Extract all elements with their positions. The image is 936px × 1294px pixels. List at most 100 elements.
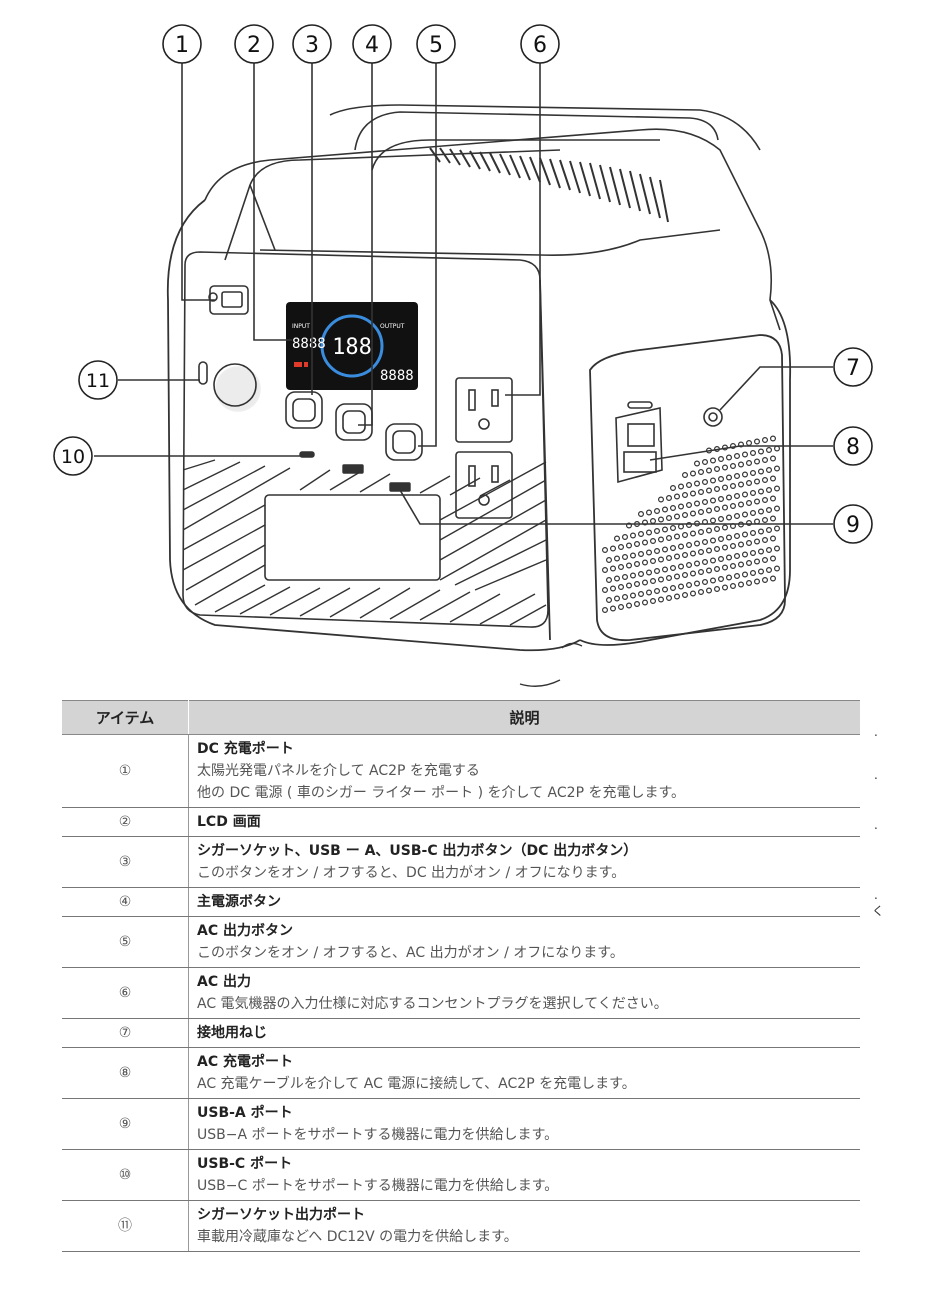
row-description: AC 出力ボタンこのボタンをオン / オフすると、AC 出力がオン / オフにな… (188, 916, 860, 968)
svg-text:4: 4 (365, 33, 379, 58)
svg-text:3: 3 (305, 33, 319, 58)
callout-2 (234, 24, 274, 64)
callout-3 (292, 24, 332, 64)
side-mark: . (874, 888, 878, 902)
row-description: 接地用ねじ (188, 1018, 860, 1048)
svg-text:7: 7 (846, 356, 860, 381)
device-foot (519, 642, 583, 687)
table-row: ② LCD 画面 (62, 807, 860, 837)
svg-text:6: 6 (533, 33, 547, 58)
side-mark: . (874, 725, 878, 739)
callout-numbers: 1 2 3 4 5 6 7 8 9 10 11 (61, 33, 860, 538)
row-description: シガーソケット出力ポート車載用冷蔵庫などへ DC12V の電力を供給します。 (188, 1200, 860, 1252)
callouts (53, 24, 873, 544)
lcd-output-label: OUTPUT (380, 323, 405, 330)
row-title: AC 出力 (197, 974, 251, 990)
row-description: AC 充電ポート AC 充電ケーブルを介して AC 電源に接続して、AC2P を充… (188, 1047, 860, 1099)
usb-ports (299, 451, 411, 492)
callout-11 (78, 360, 118, 400)
row-title: USB-C ポート (197, 1156, 293, 1172)
row-detail: AC 充電ケーブルを介して AC 電源に接続して、AC2P を充電します。 (197, 1076, 636, 1092)
row-number: ⑪ (62, 1200, 189, 1252)
row-detail: 太陽光発電パネルを介して AC2P を充電する (197, 763, 480, 779)
ac-charge-port (615, 401, 663, 484)
cigarette-socket (198, 361, 261, 412)
row-description: USB-C ポート USB−C ポートをサポートする機器に電力を供給します。 (188, 1149, 860, 1201)
row-title: 主電源ボタン (197, 894, 281, 910)
callout-10 (53, 436, 93, 476)
row-number: ④ (62, 887, 189, 917)
row-description: AC 出力 AC 電気機器の入力仕様に対応するコンセントプラグを選択してください。 (188, 967, 860, 1019)
row-title: LCD 画面 (197, 814, 261, 830)
device-top (204, 104, 781, 331)
svg-text:5: 5 (429, 33, 443, 58)
row-number: ① (62, 734, 189, 808)
side-mark: く (872, 904, 885, 918)
row-description: シガーソケット、USB ー A、USB-C 出力ボタン（DC 出力ボタン） このボ… (188, 836, 860, 888)
callout-9 (833, 504, 873, 544)
callout-4 (352, 24, 392, 64)
main-power-button (335, 403, 373, 441)
row-number: ③ (62, 836, 189, 888)
row-description: LCD 画面 (188, 807, 860, 837)
table-row: ⑩ USB-C ポート USB−C ポートをサポートする機器に電力を供給します。 (62, 1149, 860, 1201)
lcd-input-label: INPUT (292, 323, 310, 330)
row-detail: 他の DC 電源 ( 車のシガー ライター ポート ) を介して AC2P を充… (197, 785, 686, 801)
ground-screw (703, 407, 723, 427)
table-row: ③ シガーソケット、USB ー A、USB-C 出力ボタン（DC 出力ボタン） この… (62, 836, 860, 888)
lcd-input-value: 8888 (292, 336, 326, 352)
callout-1 (162, 24, 202, 64)
row-detail: AC 電気機器の入力仕様に対応するコンセントプラグを選択してください。 (197, 996, 668, 1012)
leader-lines (94, 62, 833, 525)
svg-text:11: 11 (86, 370, 110, 392)
row-title: AC 充電ポート (197, 1054, 293, 1070)
dc-output-button (285, 391, 323, 429)
ac-output-button (385, 423, 423, 461)
row-number: ⑧ (62, 1047, 189, 1099)
row-detail: USB−C ポートをサポートする機器に電力を供給します。 (197, 1178, 559, 1194)
svg-text:10: 10 (61, 446, 85, 468)
callout-6 (520, 24, 560, 64)
callout-8 (833, 426, 873, 466)
row-number: ⑤ (62, 916, 189, 968)
lcd-output-value: 8888 (380, 368, 414, 384)
row-title: DC 充電ポート (197, 741, 294, 757)
svg-text:8: 8 (846, 435, 860, 460)
row-title: AC 出力ボタン (197, 923, 293, 939)
side-mark: . (874, 768, 878, 782)
row-title: USB-A ポート (197, 1105, 293, 1121)
svg-text:9: 9 (846, 513, 860, 538)
row-description: 主電源ボタン (188, 887, 860, 917)
svg-text:2: 2 (247, 33, 261, 58)
side-speaker-grille (601, 435, 780, 613)
table-row: ⑧ AC 充電ポート AC 充電ケーブルを介して AC 電源に接続して、AC2P を… (62, 1047, 860, 1099)
side-mark: . (874, 818, 878, 832)
lcd-center-value: 188 (332, 335, 372, 360)
row-description: DC 充電ポート太陽光発電パネルを介して AC2P を充電する他の DC 電源 … (188, 734, 860, 808)
row-number: ② (62, 807, 189, 837)
svg-text:1: 1 (175, 33, 189, 58)
table-row: ④ 主電源ボタン (62, 887, 860, 917)
row-detail: このボタンをオン / オフすると、DC 出力がオン / オフになります。 (197, 865, 626, 881)
row-number: ⑨ (62, 1098, 189, 1150)
row-number: ⑩ (62, 1149, 189, 1201)
row-title: シガーソケット、USB ー A、USB-C 出力ボタン（DC 出力ボタン） (197, 843, 638, 859)
callout-7 (833, 347, 873, 387)
ac-outlets (455, 377, 513, 519)
lcd-screen: 188 INPUT 8888 OUTPUT 8888 (286, 302, 418, 390)
product-diagram: 188 INPUT 8888 OUTPUT 8888 (53, 24, 873, 687)
row-detail: このボタンをオン / オフすると、AC 出力がオン / オフになります。 (197, 945, 624, 961)
callout-5 (416, 24, 456, 64)
header-description: 説明 (188, 700, 860, 735)
row-title: シガーソケット出力ポート (197, 1207, 365, 1223)
